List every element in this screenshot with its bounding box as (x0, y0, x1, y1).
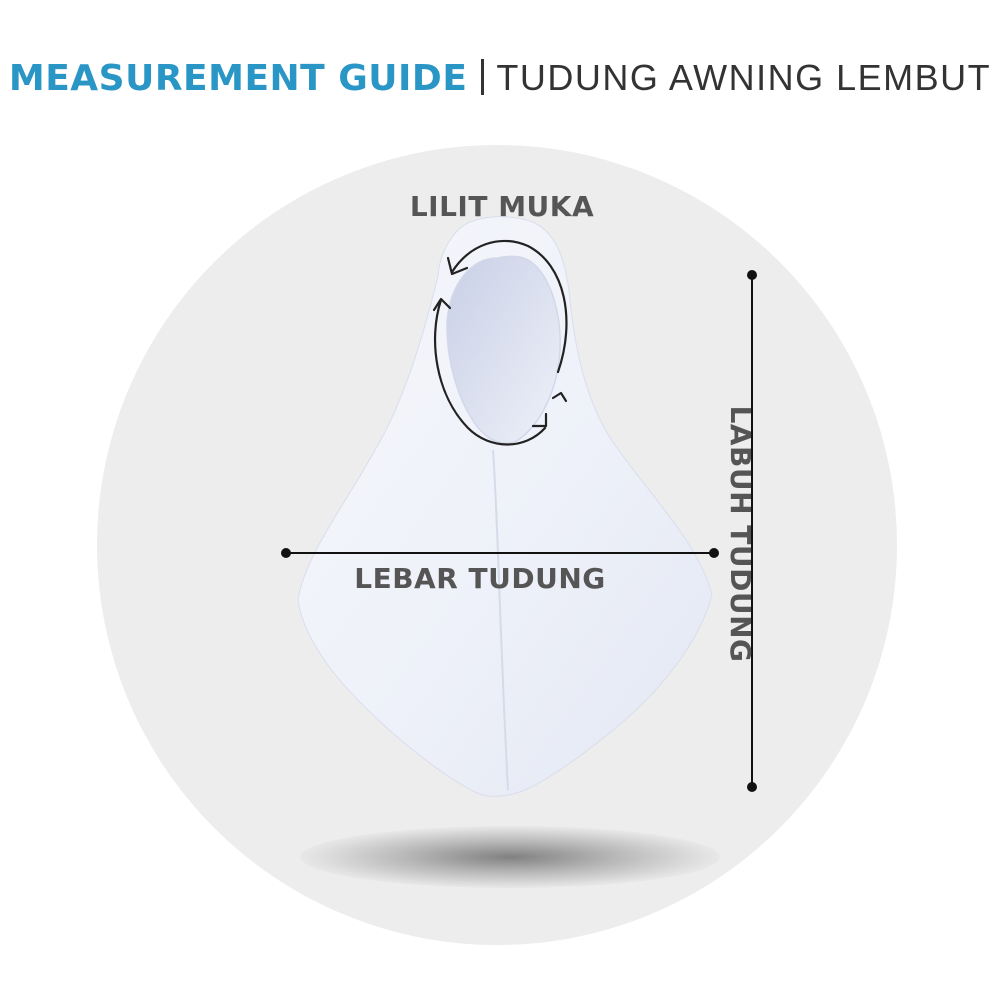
page-title: MEASUREMENT GUIDE TUDUNG AWNING LEMBUT (0, 52, 1000, 105)
title-separator (481, 59, 485, 95)
title-product: TUDUNG AWNING LEMBUT (496, 57, 992, 98)
hijab-face-opening (446, 255, 561, 444)
dot-icon (747, 270, 757, 280)
dot-icon (747, 782, 757, 792)
title-main: MEASUREMENT GUIDE (8, 58, 468, 99)
label-lilit-muka: LILIT MUKA (409, 190, 595, 223)
hijab-icon (297, 216, 713, 797)
floor-shadow (300, 826, 720, 888)
hijab-seam (492, 449, 509, 791)
dot-icon (281, 548, 291, 558)
hijab-body (297, 216, 713, 797)
label-lebar-tudung: LEBAR TUDUNG (354, 562, 606, 595)
label-labuh-tudung: LABUH TUDUNG (724, 405, 757, 663)
lebar-measure-line (281, 548, 719, 558)
labuh-measure-line (747, 270, 757, 792)
circular-arrow-icon (432, 239, 568, 446)
dot-icon (709, 548, 719, 558)
